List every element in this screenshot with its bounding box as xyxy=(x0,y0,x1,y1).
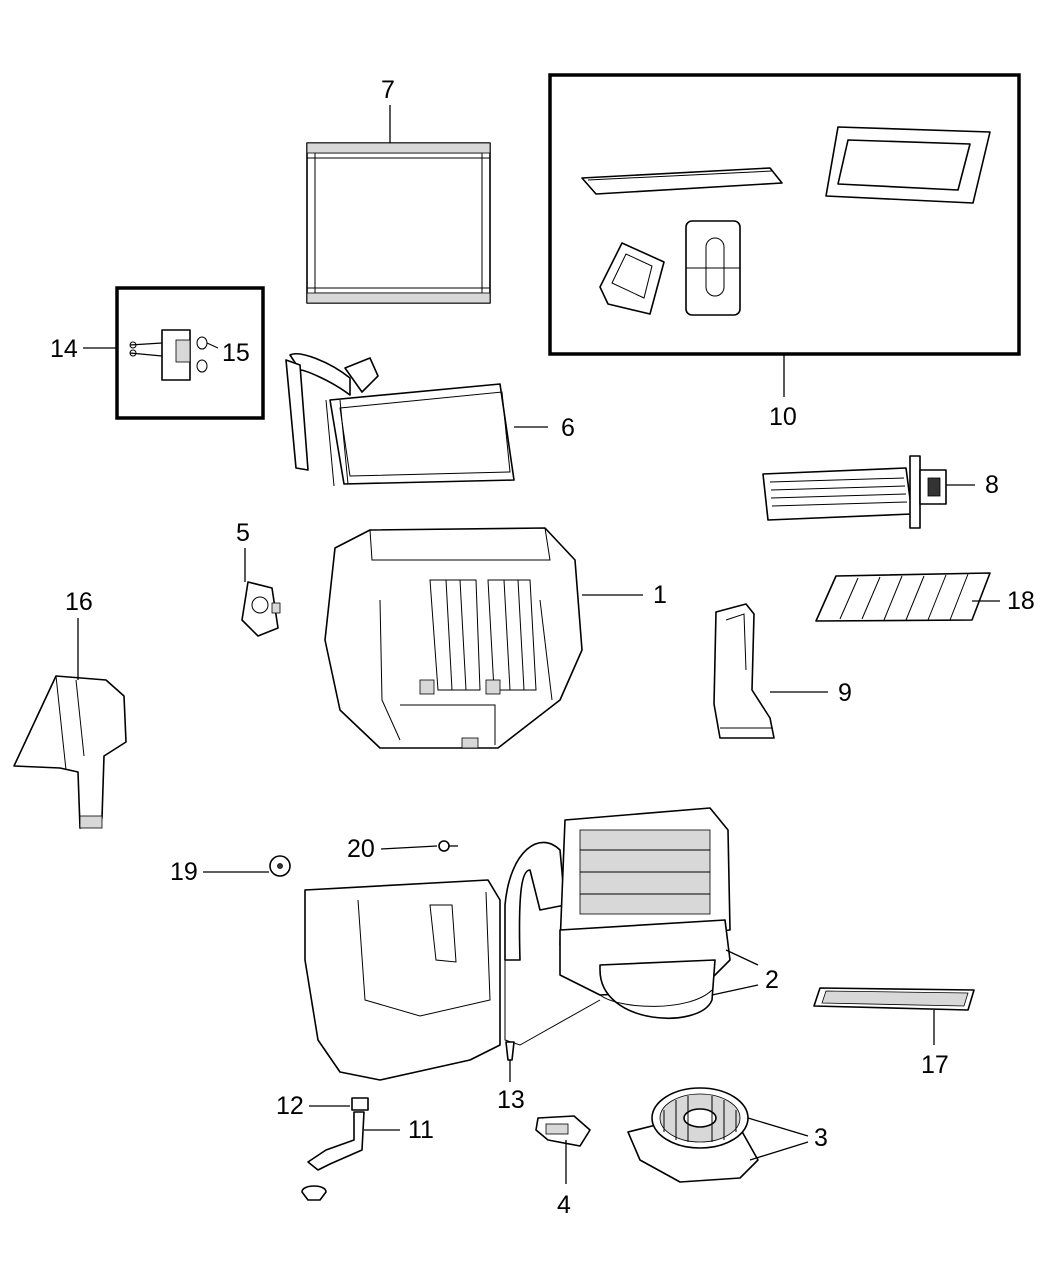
part-20-clip xyxy=(438,840,458,852)
leader-3b xyxy=(749,1141,809,1161)
leader-2b xyxy=(711,984,759,996)
part-12-clamp xyxy=(351,1097,369,1111)
part-8-ptc-heater xyxy=(762,455,947,529)
callout-13: 13 xyxy=(497,1086,525,1114)
leader-3a xyxy=(747,1117,809,1137)
part-17-cabin-filter xyxy=(813,987,975,1011)
part-11-drain-hose xyxy=(301,1111,365,1201)
kit-box-14 xyxy=(115,286,265,420)
callout-4: 4 xyxy=(557,1191,571,1219)
callout-3: 3 xyxy=(814,1124,828,1152)
callout-10: 10 xyxy=(769,403,797,431)
callout-6: 6 xyxy=(561,414,575,442)
leader-20 xyxy=(380,845,438,850)
part-19-grommet xyxy=(269,855,291,877)
callout-17: 17 xyxy=(921,1051,949,1079)
part-16-distribution-duct xyxy=(13,675,127,829)
part-14-expansion-valve xyxy=(129,329,191,381)
callout-16: 16 xyxy=(65,588,93,616)
leader-2a xyxy=(725,949,759,966)
callout-19: 19 xyxy=(170,858,198,886)
callout-12: 12 xyxy=(276,1092,304,1120)
callout-2: 2 xyxy=(765,966,779,994)
part-15-o-rings xyxy=(196,336,219,373)
part-13-push-pin xyxy=(505,1041,515,1061)
callout-11: 11 xyxy=(408,1116,434,1144)
part-6-heater-core xyxy=(285,353,515,487)
part-4-blower-resistor xyxy=(535,1115,591,1147)
part-5-actuator xyxy=(241,581,281,637)
part-7-evaporator xyxy=(306,142,491,304)
callout-1: 1 xyxy=(653,581,667,609)
callout-9: 9 xyxy=(838,679,852,707)
part-2-lower-housing xyxy=(304,807,731,1081)
callout-15: 15 xyxy=(222,339,250,367)
part-3-blower-motor xyxy=(627,1087,759,1183)
part-10-seal-kit xyxy=(581,126,991,316)
callout-7: 7 xyxy=(381,76,395,104)
callout-5: 5 xyxy=(236,519,250,547)
callout-18: 18 xyxy=(1007,587,1035,615)
kit-box-10 xyxy=(548,73,1021,356)
callout-20: 20 xyxy=(347,835,375,863)
callout-8: 8 xyxy=(985,471,999,499)
part-9-duct xyxy=(713,603,775,739)
part-18-filter-screen xyxy=(815,572,991,622)
part-1-hvac-housing xyxy=(324,527,583,749)
callout-14: 14 xyxy=(50,335,78,363)
